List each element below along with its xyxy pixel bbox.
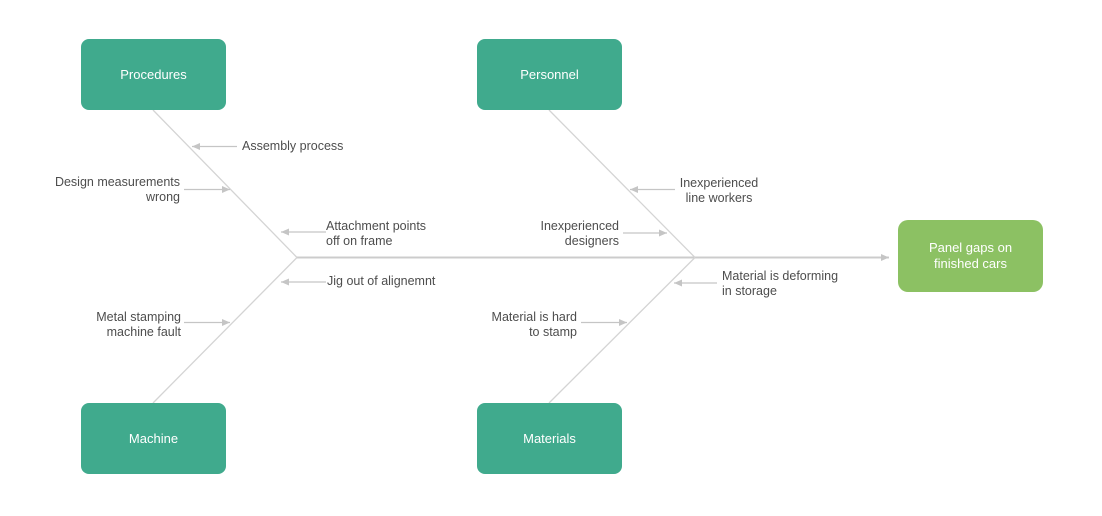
cause-inexperienced-line-workers[interactable]: Inexperienced line workers [679,176,759,205]
cause-jig-out-of-alignment[interactable]: Jig out of alignemnt [327,274,436,288]
bone-machine [152,257,298,404]
cause-material-deforming-storage[interactable]: Material is deforming in storage [722,269,839,298]
bone-materials [548,257,696,404]
effect-box[interactable]: Panel gaps on finished cars [898,220,1043,292]
bone-procedures [152,109,298,258]
cause-inexperienced-designers[interactable]: Inexperienced designers [540,219,619,248]
cause-metal-stamping-fault[interactable]: Metal stamping machine fault [96,310,181,339]
effect-label: Panel gaps on finished cars [928,240,1013,271]
bone-personnel [548,109,696,258]
category-box-personnel[interactable]: Personnel [477,39,622,110]
cause-attachment-points-off[interactable]: Attachment points off on frame [326,219,427,248]
category-box-machine[interactable]: Machine [81,403,226,474]
cause-design-measurements-wrong[interactable]: Design measurements wrong [54,175,180,204]
cause-material-hard-to-stamp[interactable]: Material is hard to stamp [491,310,577,339]
cause-assembly-process[interactable]: Assembly process [242,139,344,153]
category-box-procedures[interactable]: Procedures [81,39,226,110]
category-label-personnel: Personnel [520,66,579,82]
category-label-materials: Materials [523,430,576,446]
category-label-machine: Machine [128,430,179,446]
category-box-materials[interactable]: Materials [477,403,622,474]
category-label-procedures: Procedures [120,66,187,82]
